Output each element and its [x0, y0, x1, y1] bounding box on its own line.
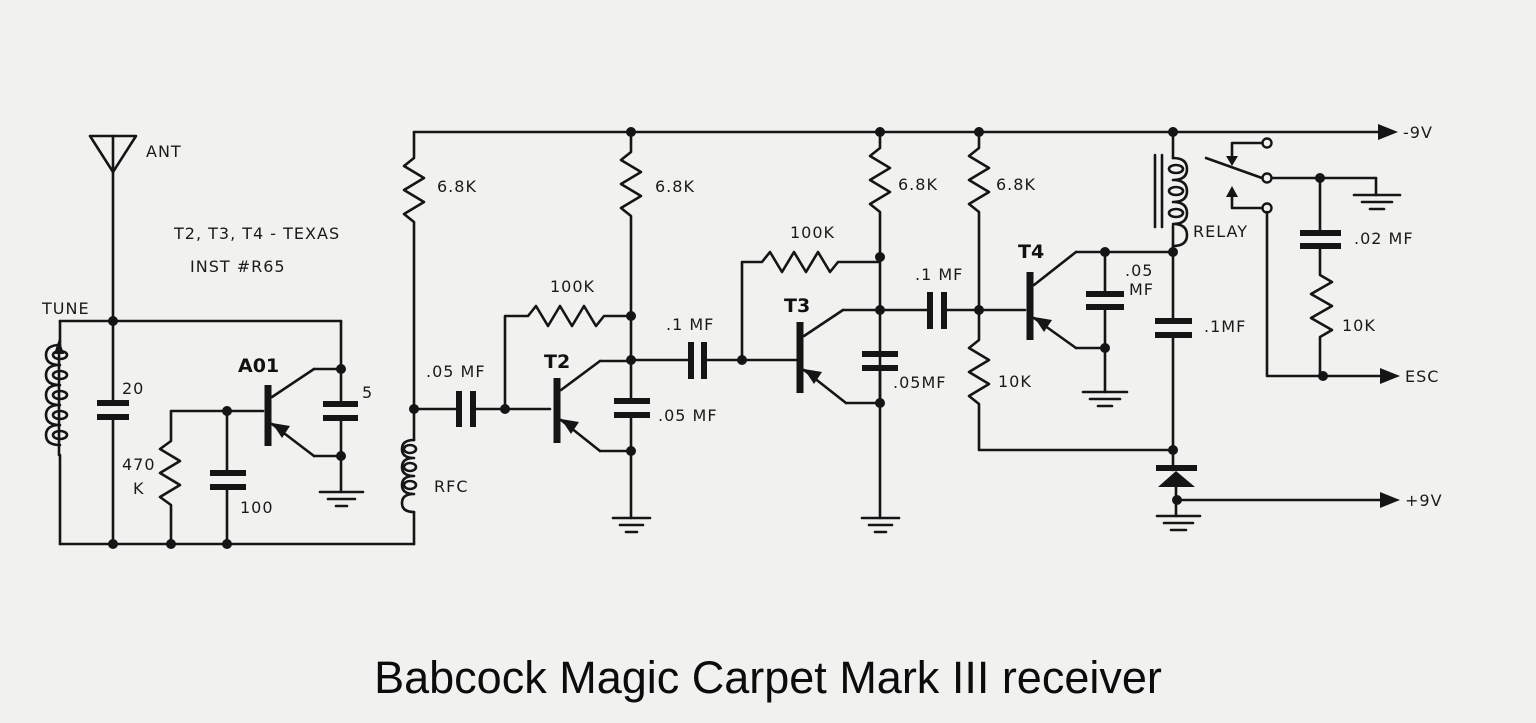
ground-symbol — [1352, 193, 1402, 211]
feedback-resistor-t3-label: 100K — [790, 223, 835, 242]
ground-symbol — [860, 516, 901, 534]
bias-resistor-unit: K — [133, 479, 145, 498]
relay-capacitor-label: .1MF — [1204, 317, 1246, 336]
coupling-capacitor-t2-t3-label: .1 MF — [666, 315, 714, 334]
negative-supply-label: -9V — [1403, 123, 1433, 142]
transistor-t3 — [796, 308, 882, 405]
emitter-capacitor-t3-label: .05MF — [893, 373, 946, 392]
resistor-r4-label: 6.8K — [996, 175, 1036, 194]
tune-capacitor-label: 20 — [122, 379, 144, 398]
relay-label: RELAY — [1193, 222, 1248, 241]
rf-choke — [400, 407, 418, 546]
transistor-t4 — [1026, 250, 1175, 350]
bias-resistor-value: 470 — [122, 455, 156, 474]
transistor-t4-label: T4 — [1018, 241, 1044, 263]
emitter-capacitor-t4-value: .05 — [1125, 261, 1153, 280]
transistor-t2 — [553, 359, 633, 453]
emitter-capacitor-t4-unit: MF — [1129, 280, 1154, 299]
tune-label: TUNE — [41, 299, 90, 318]
transistor-note-line1: T2, T3, T4 - TEXAS — [173, 224, 340, 243]
esc-output-label: ESC — [1405, 367, 1439, 386]
diagram-title: Babcock Magic Carpet Mark III receiver — [374, 652, 1162, 703]
feedback-resistor-t2-label: 100K — [550, 277, 595, 296]
resistor-r3-label: 6.8K — [898, 175, 938, 194]
transistor-t3-label: T3 — [784, 295, 810, 317]
tune-inductor — [44, 319, 69, 546]
relay-coil — [1153, 130, 1189, 323]
coupling-capacitor-t3-t4-label: .1 MF — [915, 265, 963, 284]
feedback-capacitor-label: 5 — [362, 383, 373, 402]
esc-resistor-label: 10K — [1342, 316, 1376, 335]
ground-symbol — [318, 490, 365, 508]
transistor-a01 — [225, 367, 343, 458]
resistor-r1-label: 6.8K — [437, 177, 477, 196]
antenna-label: ANT — [146, 142, 182, 161]
positive-supply-label: +9V — [1405, 491, 1443, 510]
emitter-capacitor-t2-label: .05 MF — [658, 406, 718, 425]
antenna — [88, 134, 138, 323]
transistor-a01-label: A01 — [238, 355, 279, 377]
diode — [1156, 465, 1197, 518]
resistor-r1 — [402, 130, 426, 411]
base-resistor-t4-label: 10K — [998, 372, 1032, 391]
ground-symbol — [1081, 390, 1129, 408]
esc-capacitor-label: .02 MF — [1354, 229, 1414, 248]
transistor-t2-label: T2 — [544, 351, 570, 373]
bias-capacitor — [210, 409, 246, 546]
tune-capacitor — [97, 319, 129, 546]
bias-resistor — [158, 409, 229, 546]
relay-switch — [1204, 137, 1384, 378]
resistor-r2-label: 6.8K — [655, 177, 695, 196]
ground-symbol — [611, 516, 652, 534]
input-capacitor-label: .05 MF — [426, 362, 486, 381]
transistor-note-line2: INST #R65 — [190, 257, 286, 276]
rf-choke-label: RFC — [434, 477, 469, 496]
ground-symbol — [1155, 514, 1202, 532]
bias-capacitor-label: 100 — [240, 498, 274, 517]
